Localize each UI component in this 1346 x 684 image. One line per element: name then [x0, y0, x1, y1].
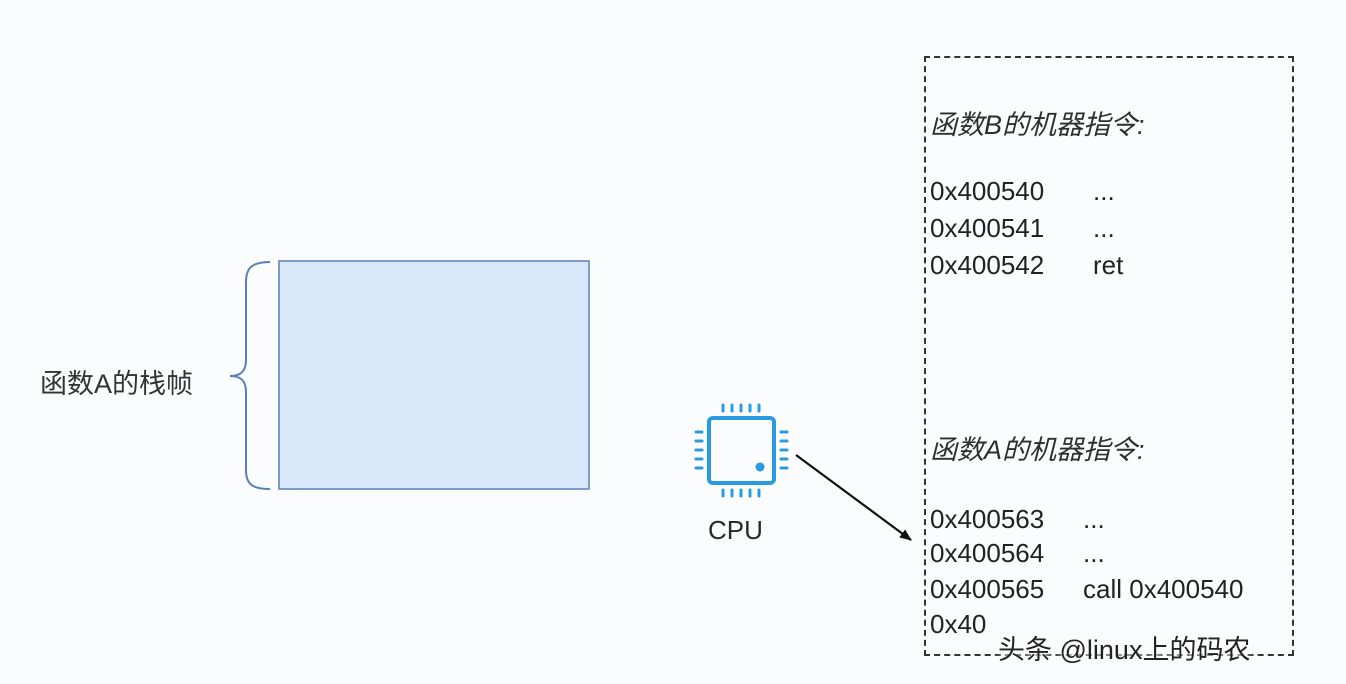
function-a-instruction-row: 0x400565 call 0x400540: [930, 574, 1243, 605]
pc-arrow: [795, 454, 912, 541]
cpu-chip-icon: [694, 403, 789, 498]
instruction-op: ...: [1093, 213, 1115, 243]
instruction-op: ret: [1093, 250, 1124, 280]
function-b-instruction-row: 0x400541 ...: [930, 213, 1115, 244]
instruction-op: call 0x400540: [1083, 574, 1244, 604]
instruction-address: 0x400540: [930, 176, 1045, 206]
function-b-title: 函数B的机器指令:: [930, 110, 1145, 140]
instruction-op: ...: [1083, 538, 1105, 568]
stack-frame-brace: [229, 261, 271, 490]
stack-frame-label: 函数A的栈帧: [40, 369, 194, 399]
watermark: 头条 @linux上的码农: [998, 635, 1251, 665]
instruction-memory-box: [924, 56, 1294, 656]
instruction-address: 0x400563: [930, 504, 1045, 534]
function-b-instruction-row: 0x400540 ...: [930, 176, 1115, 207]
instruction-address: 0x400541: [930, 213, 1045, 243]
instruction-address: 0x40: [930, 609, 987, 639]
cpu-label: CPU: [708, 515, 763, 545]
function-a-title: 函数A的机器指令:: [930, 435, 1145, 465]
function-a-instruction-row: 0x400563 ...: [930, 504, 1105, 535]
instruction-op: ...: [1083, 504, 1105, 534]
stack-frame-rect: [278, 260, 590, 490]
instruction-address: 0x400565: [930, 574, 1045, 604]
instruction-op: ...: [1093, 176, 1115, 206]
function-b-instruction-row: 0x400542 ret: [930, 250, 1123, 281]
function-a-instruction-row: 0x400564 ...: [930, 538, 1105, 569]
function-a-instruction-row: 0x40: [930, 609, 986, 640]
instruction-address: 0x400542: [930, 250, 1045, 280]
instruction-address: 0x400564: [930, 538, 1045, 568]
